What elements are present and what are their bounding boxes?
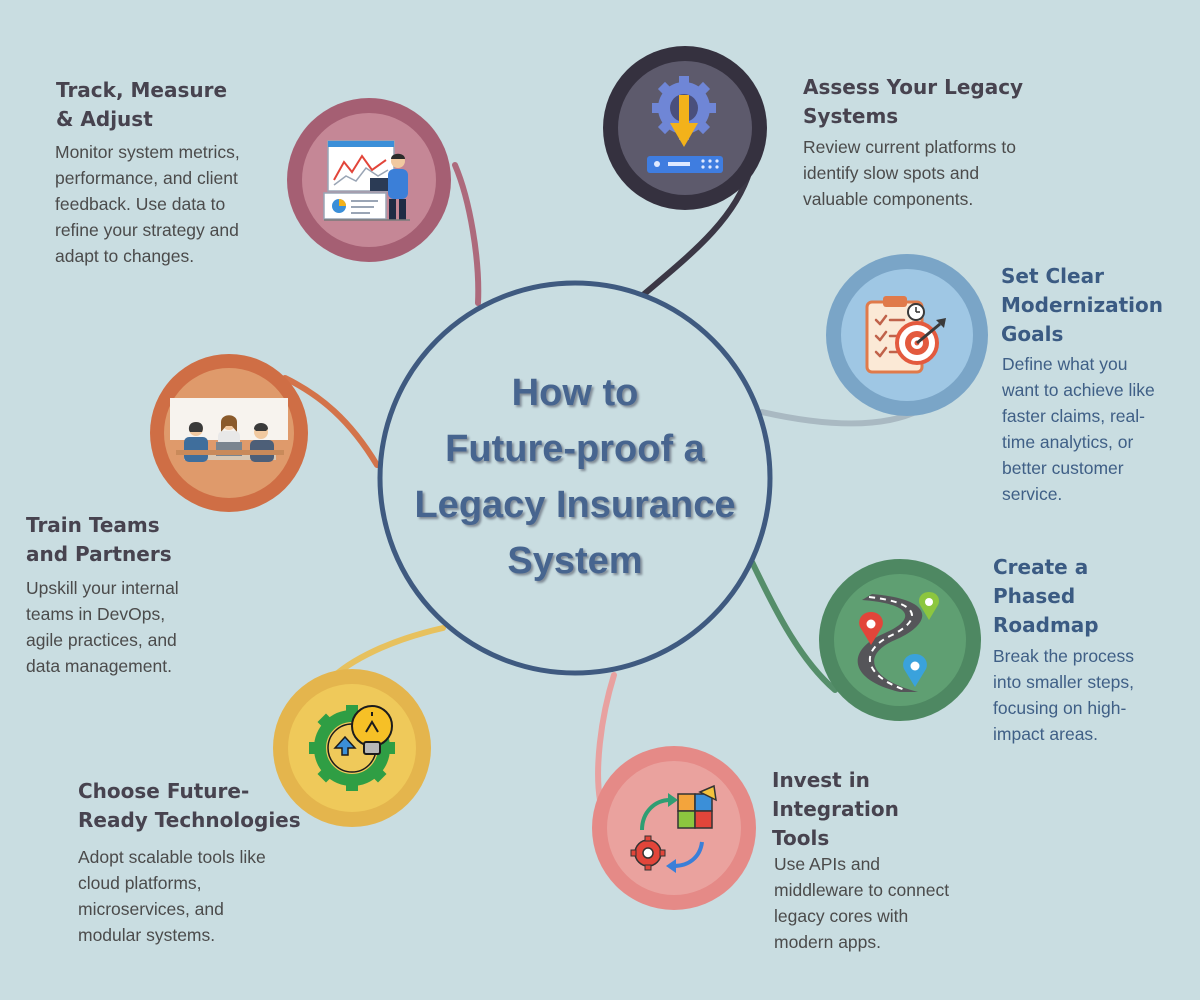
integration-description: Use APIs and middleware to connect legac… (774, 854, 950, 952)
connector-train (282, 375, 380, 468)
team-meeting-icon (170, 398, 288, 462)
connector-assess (640, 167, 753, 298)
step-node-technologies (273, 669, 431, 827)
server-download-gear-icon (647, 76, 723, 173)
technologies-title: Choose Future- Ready Technologies (78, 779, 301, 832)
connector-integration (595, 672, 617, 803)
integration-title: Invest in Integration Tools (772, 768, 899, 850)
connector-track (452, 162, 482, 306)
step-node-integration (592, 746, 756, 910)
train-title: Train Teams and Partners (26, 513, 172, 566)
assess-description: Review current platforms to identify slo… (803, 137, 1016, 209)
center-title: How to Future-proof a Legacy Insurance S… (414, 372, 736, 582)
connector-roadmap (749, 559, 838, 693)
step-node-train (150, 354, 308, 512)
track-description: Monitor system metrics, performance, and… (55, 142, 240, 266)
step-node-track (287, 98, 451, 262)
train-description: Upskill your internal teams in DevOps, a… (26, 578, 179, 676)
goals-description: Define what you want to achieve like fas… (1002, 354, 1155, 504)
roadmap-description: Break the process into smaller steps, fo… (993, 646, 1135, 744)
goals-title: Set Clear Modernization Goals (1001, 264, 1164, 346)
step-node-roadmap (819, 559, 981, 721)
assess-title: Assess Your Legacy Systems (803, 75, 1024, 128)
winding-road-map-pins-icon (857, 592, 939, 692)
puzzle-gear-arrows-icon (630, 784, 717, 873)
track-title: Track, Measure & Adjust (56, 78, 228, 131)
clipboard-target-icon (865, 296, 946, 374)
technologies-description: Adopt scalable tools like cloud platform… (78, 847, 266, 945)
presenter-chart-board-icon (323, 140, 410, 221)
roadmap-title: Create a Phased Roadmap (993, 555, 1099, 637)
center-circle (377, 280, 773, 676)
step-node-goals (826, 254, 988, 416)
gear-lightbulb-icon (309, 705, 395, 791)
step-node-assess (603, 46, 767, 210)
